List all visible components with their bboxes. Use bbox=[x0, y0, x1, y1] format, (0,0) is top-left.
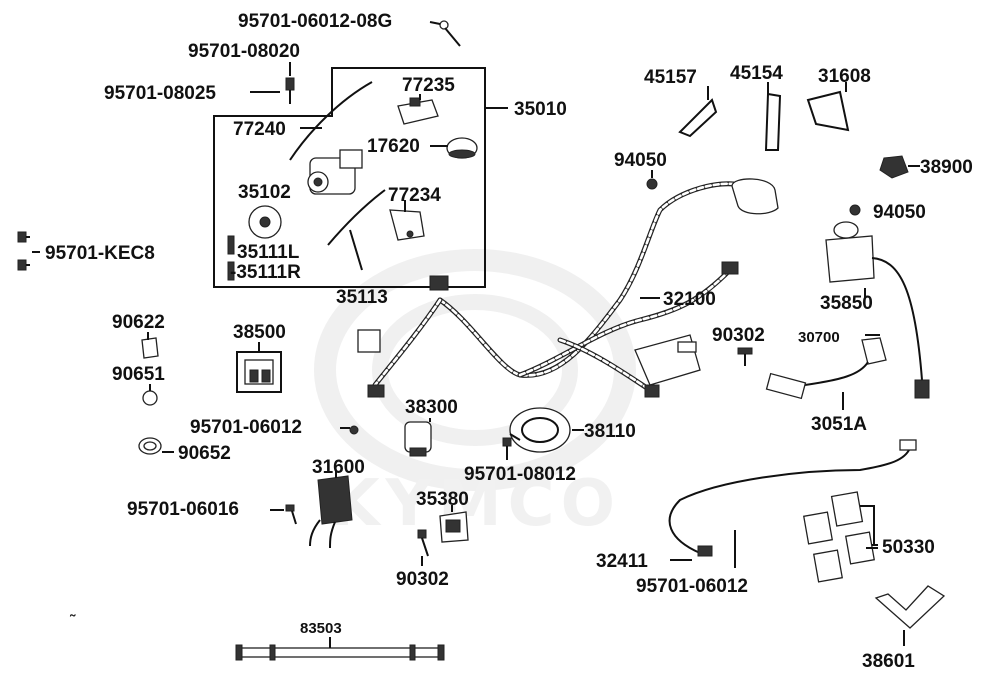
label-95701-08012: 95701-08012 bbox=[464, 464, 576, 485]
wire-harness-32100 bbox=[357, 178, 779, 398]
label-38601: 38601 bbox=[862, 651, 915, 672]
label-94050-right: 94050 bbox=[873, 202, 926, 223]
battery-cable-32411 bbox=[668, 439, 917, 557]
label-35850: 35850 bbox=[820, 293, 873, 314]
label-35380: 35380 bbox=[416, 489, 469, 510]
label-38300: 38300 bbox=[405, 397, 458, 418]
bolt-95701-08020 bbox=[285, 77, 295, 104]
bolt-90302-lower bbox=[417, 529, 429, 557]
clamp-90652 bbox=[138, 437, 162, 455]
label-35102: 35102 bbox=[238, 182, 291, 203]
label-45154: 45154 bbox=[730, 63, 783, 84]
label-95701-06016: 95701-06016 bbox=[127, 499, 239, 520]
label-95701-08020: 95701-08020 bbox=[188, 41, 300, 62]
bracket-45157 bbox=[678, 98, 718, 138]
regulator-31600 bbox=[309, 475, 353, 549]
label-35010: 35010 bbox=[514, 99, 567, 120]
svg-text:˜: ˜ bbox=[69, 612, 76, 629]
horn-38110 bbox=[509, 407, 571, 453]
ignition-switch bbox=[307, 149, 363, 195]
bolt-95701-08012 bbox=[502, 437, 512, 447]
keys-35111 bbox=[227, 235, 235, 281]
label-35113: 35113 bbox=[336, 287, 388, 308]
nut-94050-upper bbox=[646, 178, 658, 190]
label-50330: 50330 bbox=[882, 537, 935, 558]
latch-77234 bbox=[389, 209, 425, 241]
label-31600: 31600 bbox=[312, 457, 365, 478]
flasher-38900 bbox=[879, 155, 909, 179]
relay-38500 bbox=[236, 351, 282, 393]
label-95701-KEC8: 95701-KEC8 bbox=[45, 243, 155, 264]
starter-relay-38300 bbox=[404, 421, 432, 457]
rod-83503 bbox=[235, 644, 445, 661]
label-90302-right: 90302 bbox=[712, 325, 765, 346]
label-38900: 38900 bbox=[920, 157, 973, 178]
bolt-95701-06016 bbox=[285, 504, 297, 525]
battery-pads-50330 bbox=[802, 491, 876, 583]
spark-plug-cap-30700 bbox=[765, 337, 887, 400]
bracket-77235 bbox=[397, 97, 439, 125]
label-32411: 32411 bbox=[596, 551, 648, 572]
watermark-text: KYMCO bbox=[330, 467, 621, 541]
label-17620: 17620 bbox=[367, 136, 420, 157]
ignition-group-frame bbox=[213, 67, 486, 288]
ignition-coil-35850 bbox=[825, 221, 930, 399]
clip-90622 bbox=[141, 337, 159, 359]
label-94050-upper: 94050 bbox=[614, 150, 667, 171]
clip-31608 bbox=[806, 90, 850, 132]
label-95701-06012-08G: 95701-06012-08G bbox=[238, 11, 392, 32]
label-35111L: 35111L bbox=[237, 242, 300, 263]
bracket-38601 bbox=[874, 585, 946, 629]
label-77240: 77240 bbox=[233, 119, 286, 140]
label-95701-08025: 95701-08025 bbox=[104, 83, 216, 104]
nut-94050-right bbox=[849, 204, 861, 216]
label-31608: 31608 bbox=[818, 66, 871, 87]
clip-90651 bbox=[142, 390, 158, 406]
bolt-90302-right bbox=[737, 347, 753, 366]
label-83503: 83503 bbox=[300, 620, 342, 637]
label-77234: 77234 bbox=[388, 185, 441, 206]
label-45157: 45157 bbox=[644, 67, 697, 88]
label-32100: 32100 bbox=[663, 289, 716, 310]
seat-lock-cable-77240 bbox=[289, 81, 373, 161]
cable-35113 bbox=[327, 189, 386, 246]
key-cap-17620 bbox=[446, 137, 478, 159]
bracket-45154 bbox=[764, 92, 782, 151]
label-90652: 90652 bbox=[178, 443, 231, 464]
bolt-95701-06012-08G bbox=[439, 20, 461, 47]
label-90622: 90622 bbox=[112, 312, 165, 333]
screws-95701-KEC8 bbox=[17, 231, 30, 271]
label-35111R: -35111R bbox=[230, 262, 301, 283]
label-3051A: 3051A bbox=[811, 414, 867, 435]
switch-35380 bbox=[439, 511, 469, 543]
bolt-95701-06012-mid bbox=[349, 425, 359, 435]
label-90302-lower: 90302 bbox=[396, 569, 449, 590]
label-77235: 77235 bbox=[402, 75, 455, 96]
label-38500: 38500 bbox=[233, 322, 286, 343]
label-90651: 90651 bbox=[112, 364, 165, 385]
label-95701-06012-mid: 95701-06012 bbox=[190, 417, 302, 438]
label-38110: 38110 bbox=[584, 421, 636, 442]
lock-cylinder-35102 bbox=[248, 205, 282, 239]
kymco-watermark-logo: KYMCO bbox=[314, 249, 636, 541]
label-30700: 30700 bbox=[798, 329, 840, 346]
label-95701-06012-lower: 95701-06012 bbox=[636, 576, 748, 597]
